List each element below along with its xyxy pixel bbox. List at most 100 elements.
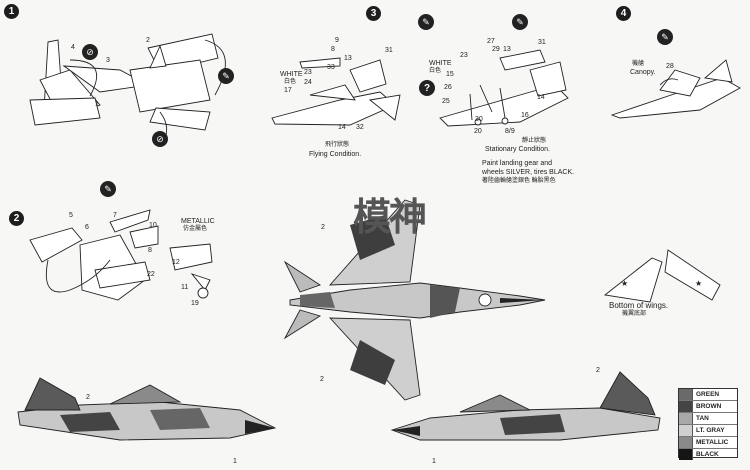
canopy-label-cn: 機艙	[632, 61, 645, 67]
metallic-label: METALLIC	[181, 218, 215, 225]
decal-number: 1	[432, 458, 436, 465]
part-number: 31	[538, 39, 546, 46]
legend-label: GREEN	[696, 391, 720, 398]
part-number: 15	[446, 71, 454, 78]
part-number: 1	[95, 101, 99, 108]
decal-number: 2	[320, 376, 324, 383]
glue-icon: ✎	[657, 29, 673, 45]
part-number: 23	[304, 69, 312, 76]
paint-note-line2: wheels SILVER, tires BLACK.	[482, 169, 575, 176]
step2-nose-assembly	[29, 209, 213, 301]
part-number: 28	[666, 63, 674, 70]
part-number: 6	[85, 224, 89, 231]
watermark-logo: 模神	[352, 194, 427, 239]
wing-bottom-view	[603, 249, 721, 303]
white-label: WHITE	[280, 71, 303, 78]
step4-aircraft	[610, 59, 741, 119]
part-number: 29	[492, 46, 500, 53]
step-number-4: 4	[616, 6, 631, 21]
legend-row: BROWN	[679, 401, 737, 413]
legend-swatch	[679, 437, 693, 448]
glue-icon: ✎	[418, 14, 434, 30]
legend-label: TAN	[696, 415, 709, 422]
part-number: 24	[304, 79, 312, 86]
legend-label: BLACK	[696, 451, 719, 458]
legend-row: TAN	[679, 413, 737, 425]
part-number: 23	[460, 52, 468, 59]
legend-label: LT. GRAY	[696, 427, 725, 434]
legend-row: METALLIC	[679, 437, 737, 449]
part-number: 14	[338, 124, 346, 131]
metallic-label-cn: 仿金屬色	[183, 226, 208, 232]
part-number: 3	[106, 57, 110, 64]
flying-caption-cn: 飛行狀態	[325, 142, 350, 148]
step3-flying-aircraft	[271, 57, 401, 126]
part-number: 31	[385, 47, 393, 54]
step1-tail-assembly	[29, 33, 226, 139]
legend-swatch	[679, 389, 693, 400]
part-number: 2	[146, 37, 150, 44]
stationary-caption: Stationary Condition.	[485, 146, 550, 153]
part-number: 7	[113, 212, 117, 219]
step-number-3: 3	[366, 6, 381, 21]
part-number: 22	[147, 271, 155, 278]
legend-swatch	[679, 425, 693, 436]
canopy-label: Canopy.	[630, 69, 656, 76]
decal-number: 2	[321, 224, 325, 231]
right-side-view-aircraft	[390, 371, 661, 441]
decal-number: 1	[233, 458, 237, 465]
step-number-1: 1	[4, 4, 19, 19]
legend-swatch	[679, 449, 693, 460]
white-label-cn: 白色	[284, 79, 297, 85]
part-number: 8	[148, 247, 152, 254]
part-number: 12	[172, 259, 180, 266]
legend-row: BLACK	[679, 449, 737, 460]
part-number: 16	[521, 112, 529, 119]
part-number: 4	[71, 44, 75, 51]
white-label-cn: 白色	[429, 68, 442, 74]
part-number: 8/9	[505, 128, 515, 135]
glue-icon: ✎	[512, 14, 528, 30]
part-number: 14	[537, 94, 545, 101]
part-number: 11	[181, 284, 189, 291]
glue-icon: ✎	[218, 68, 234, 84]
part-number: 9	[335, 37, 339, 44]
no-glue-icon: ⊘	[152, 131, 168, 147]
part-number: 26	[444, 84, 452, 91]
paint-note-line1: Paint landing gear and	[482, 160, 553, 167]
part-number: 17	[284, 87, 292, 94]
stationary-caption-cn: 靜止狀態	[522, 138, 547, 144]
part-number: 27	[487, 38, 495, 45]
top-view-aircraft	[283, 199, 546, 401]
part-number: 20	[474, 128, 482, 135]
legend-swatch	[679, 413, 693, 424]
legend-row: LT. GRAY	[679, 425, 737, 437]
step3-stationary-aircraft	[439, 49, 569, 127]
legend-label: BROWN	[696, 403, 722, 410]
decal-number: 2	[596, 367, 600, 374]
legend-label: METALLIC	[696, 439, 729, 446]
step-number-2: 2	[9, 211, 24, 226]
star-insignia-icon: ★	[695, 279, 703, 288]
part-number: 13	[503, 46, 511, 53]
wings-caption-cn: 機翼底部	[622, 311, 647, 317]
paint-note-cn: 著陸齒輪艙塗銀色 輪胎黑色	[482, 178, 556, 184]
part-number: 8	[331, 46, 335, 53]
part-number: 30	[475, 116, 483, 123]
part-number: 13	[344, 55, 352, 62]
flying-caption: Flying Condition.	[309, 151, 362, 158]
legend-row: GREEN	[679, 389, 737, 401]
no-glue-icon: ⊘	[82, 44, 98, 60]
left-side-view-aircraft	[17, 377, 277, 441]
white-label: WHITE	[429, 60, 452, 67]
part-number: 10	[149, 222, 157, 229]
part-number: 19	[191, 300, 199, 307]
glue-icon: ✎	[100, 181, 116, 197]
part-number: 5	[69, 212, 73, 219]
wings-caption: Bottom of wings.	[609, 301, 669, 310]
part-number: 33	[327, 64, 335, 71]
part-number: 32	[356, 124, 364, 131]
part-number: 25	[442, 98, 450, 105]
star-insignia-icon: ★	[621, 279, 629, 288]
